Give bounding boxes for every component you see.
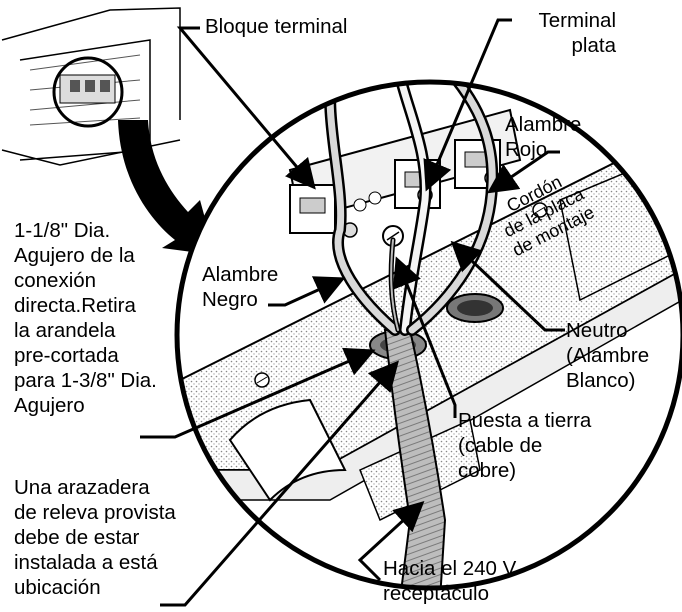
appliance-inset (2, 8, 180, 165)
label-neutro: Neutro (Alambre Blanco) (566, 318, 649, 393)
label-bloque-terminal: Bloque terminal (205, 14, 347, 39)
label-arazadera: Una arazadera de releva provista debe de… (14, 475, 176, 600)
label-alambre-rojo: Alambre Rojo (505, 112, 581, 162)
label-alambre-negro: Alambre Negro (202, 262, 278, 312)
label-terminal-plata: Terminal plata (539, 8, 616, 58)
label-hacia-240v: Hacia el 240 V receptáculo (383, 556, 516, 606)
label-puesta-a-tierra: Puesta a tierra (cable de cobre) (458, 408, 591, 483)
label-agujero: 1-1/8" Dia. Agujero de la conexión direc… (14, 218, 157, 418)
